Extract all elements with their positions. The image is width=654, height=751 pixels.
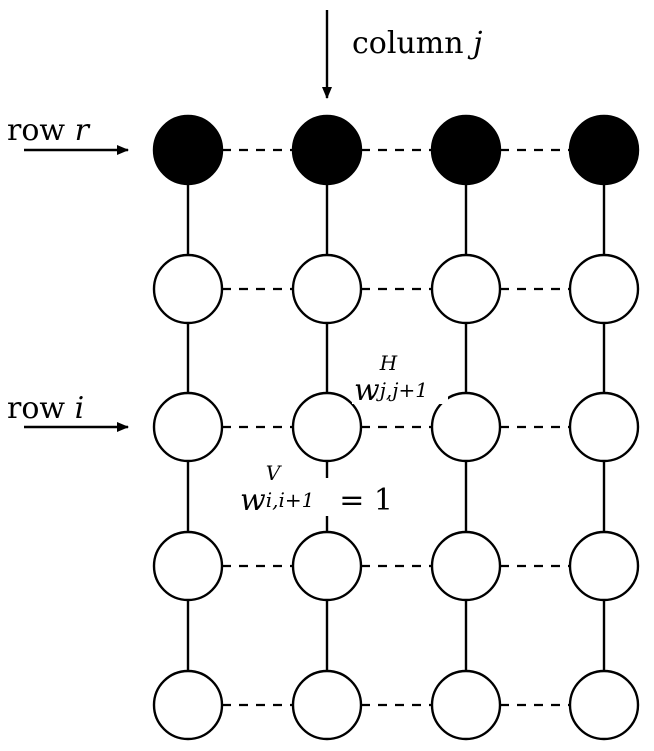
- wv-sup: V: [265, 461, 281, 485]
- nodes-group: [152, 114, 640, 741]
- column-j-var: j: [473, 26, 483, 61]
- row-i-text: row: [7, 391, 75, 426]
- wh-label-mask: [352, 368, 448, 404]
- empty-node: [568, 669, 640, 741]
- wv-sub: i,i+1: [265, 488, 315, 512]
- empty-node: [291, 391, 363, 463]
- empty-node: [430, 669, 502, 741]
- wv-label-mask: [238, 478, 388, 516]
- empty-node: [568, 391, 640, 463]
- empty-node: [430, 530, 502, 602]
- row-i-var: i: [74, 391, 85, 426]
- filled-node: [430, 114, 502, 186]
- row-r-text: row: [7, 113, 75, 148]
- column-j-text: column: [352, 26, 474, 61]
- wh-sup: H: [379, 351, 398, 375]
- wh-sub: j,j+1: [379, 378, 428, 402]
- empty-node: [152, 669, 224, 741]
- wv-base: w: [240, 483, 266, 518]
- empty-node: [152, 391, 224, 463]
- empty-node: [291, 530, 363, 602]
- filled-node: [568, 114, 640, 186]
- filled-node: [291, 114, 363, 186]
- row-r-label: row r: [7, 116, 89, 146]
- empty-node: [291, 669, 363, 741]
- column-j-label: column j: [352, 29, 482, 59]
- empty-node: [152, 253, 224, 325]
- empty-node: [430, 391, 502, 463]
- wv-rhs: = 1: [329, 483, 393, 518]
- edges-group: [186, 148, 606, 707]
- filled-node: [152, 114, 224, 186]
- empty-node: [291, 253, 363, 325]
- empty-node: [430, 253, 502, 325]
- row-i-label: row i: [7, 394, 84, 424]
- wh-base: w: [354, 373, 380, 408]
- arrows-group: [24, 10, 332, 432]
- row-r-var: r: [74, 113, 89, 148]
- empty-node: [568, 253, 640, 325]
- empty-node: [152, 530, 224, 602]
- empty-node: [568, 530, 640, 602]
